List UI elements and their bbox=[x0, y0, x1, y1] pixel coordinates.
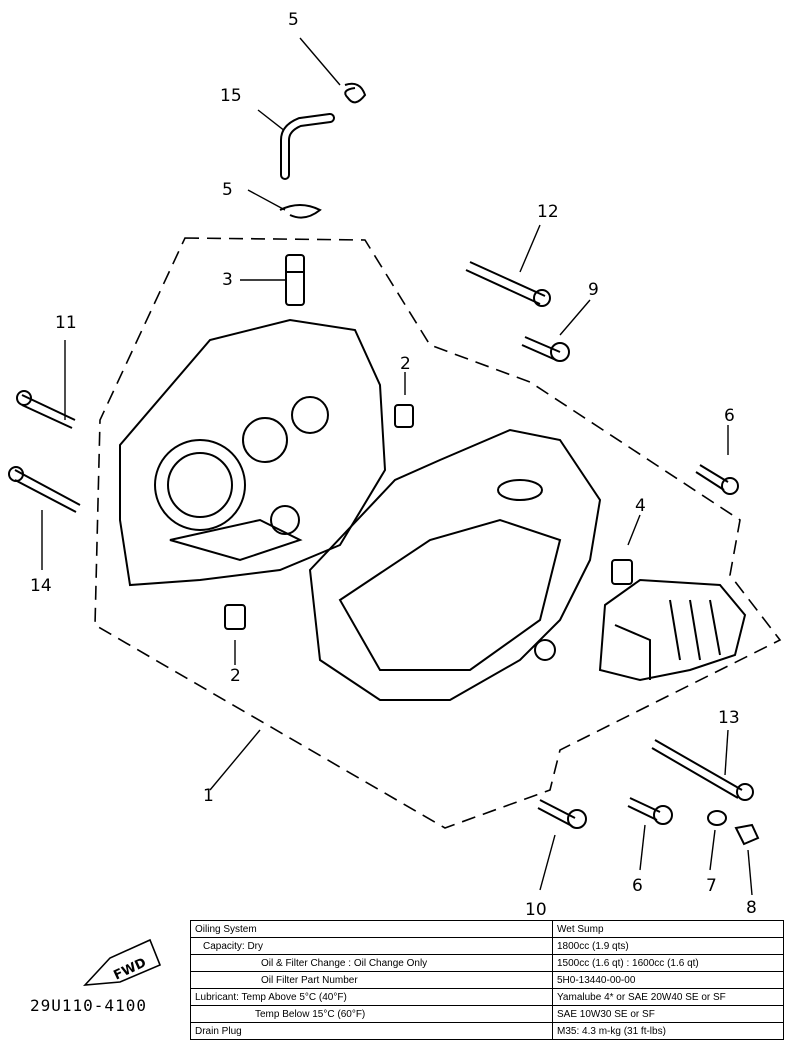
callout-12: 12 bbox=[537, 202, 559, 222]
callout-14: 14 bbox=[30, 576, 52, 596]
callout-10: 10 bbox=[525, 900, 547, 920]
callout-1: 1 bbox=[203, 786, 214, 806]
spec-value: 5H0-13440-00-00 bbox=[552, 971, 784, 989]
part-code: 29U110-4100 bbox=[30, 996, 147, 1015]
clip-bottom bbox=[279, 204, 322, 219]
right-crankcase-half bbox=[308, 428, 602, 701]
callout-6-upper: 6 bbox=[724, 406, 735, 426]
spec-label: Temp Below 15°C (60°F) bbox=[190, 1005, 553, 1023]
callout-7: 7 bbox=[706, 876, 717, 896]
dowel-2-upper bbox=[394, 404, 414, 428]
washer-7 bbox=[707, 810, 727, 826]
callout-6-lower: 6 bbox=[632, 876, 643, 896]
fwd-arrow-icon bbox=[83, 938, 162, 986]
callout-11: 11 bbox=[55, 313, 77, 333]
fitting-3 bbox=[285, 254, 305, 306]
spec-label: Oil Filter Part Number bbox=[190, 971, 553, 989]
plug-8 bbox=[734, 823, 760, 846]
bolt-9 bbox=[521, 336, 561, 361]
spec-label: Oiling System bbox=[190, 920, 553, 938]
spec-label: Capacity: Dry bbox=[190, 937, 553, 955]
table-row: Oil & Filter Change : Oil Change Only 15… bbox=[190, 954, 784, 972]
spec-value: 1800cc (1.9 qts) bbox=[552, 937, 784, 955]
callout-4: 4 bbox=[635, 496, 646, 516]
fwd-label: FWD bbox=[112, 955, 149, 983]
spec-value: Yamalube 4* or SAE 20W40 SE or SF bbox=[552, 988, 784, 1006]
table-row: Drain Plug M35: 4.3 m-kg (31 ft-lbs) bbox=[190, 1022, 784, 1040]
table-row: Oiling System Wet Sump bbox=[190, 920, 784, 938]
spec-value: Wet Sump bbox=[552, 920, 784, 938]
callout-2-upper: 2 bbox=[400, 354, 411, 374]
callout-8: 8 bbox=[746, 898, 757, 918]
table-row: Oil Filter Part Number 5H0-13440-00-00 bbox=[190, 971, 784, 989]
filter-cover bbox=[598, 578, 747, 682]
left-crankcase-half bbox=[119, 318, 387, 587]
spec-label: Lubricant: Temp Above 5°C (40°F) bbox=[190, 988, 553, 1006]
clip-top bbox=[344, 82, 367, 104]
callout-5-top: 5 bbox=[288, 10, 299, 30]
table-row: Capacity: Dry 1800cc (1.9 qts) bbox=[190, 937, 784, 955]
bolt-6-upper bbox=[695, 464, 729, 491]
assembly-outline bbox=[94, 237, 782, 829]
callout-2-lower: 2 bbox=[230, 666, 241, 686]
spec-label: Drain Plug bbox=[190, 1022, 553, 1040]
callout-15: 15 bbox=[220, 86, 242, 106]
callout-3: 3 bbox=[222, 270, 233, 290]
oil-spec-table: Oiling System Wet Sump Capacity: Dry 180… bbox=[190, 920, 784, 1040]
table-row: Temp Below 15°C (60°F) SAE 10W30 SE or S… bbox=[190, 1005, 784, 1023]
spec-value: M35: 4.3 m-kg (31 ft-lbs) bbox=[552, 1022, 784, 1040]
spec-label: Oil & Filter Change : Oil Change Only bbox=[190, 954, 553, 972]
spec-value: SAE 10W30 SE or SF bbox=[552, 1005, 784, 1023]
callout-13: 13 bbox=[718, 708, 740, 728]
dowel-2-lower bbox=[224, 604, 246, 630]
dowel-4 bbox=[611, 559, 633, 585]
callout-9: 9 bbox=[588, 280, 599, 300]
bolt-14 bbox=[14, 469, 81, 513]
bolt-12 bbox=[465, 261, 546, 305]
callout-5-lower: 5 bbox=[222, 180, 233, 200]
spec-value: 1500cc (1.6 qt) : 1600cc (1.6 qt) bbox=[552, 954, 784, 972]
bolt-13 bbox=[651, 739, 743, 799]
table-row: Lubricant: Temp Above 5°C (40°F) Yamalub… bbox=[190, 988, 784, 1006]
